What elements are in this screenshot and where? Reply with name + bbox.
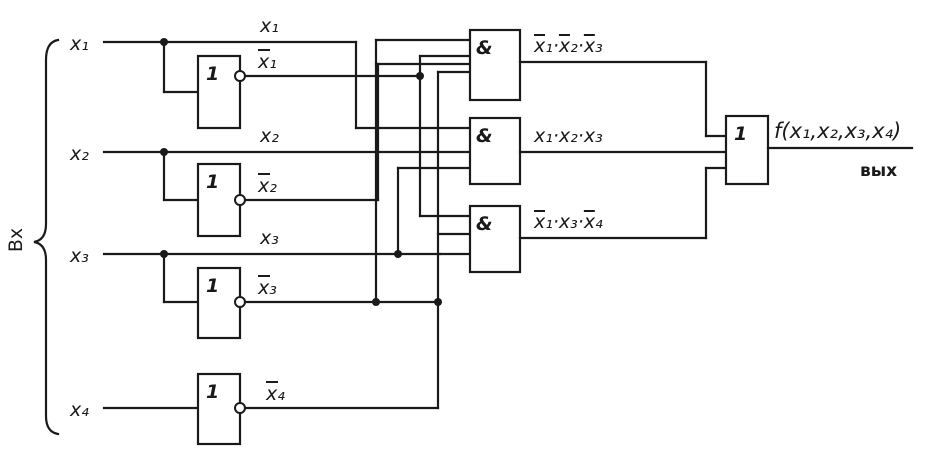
product-separator: · xyxy=(578,35,584,57)
and-gate-2: & xyxy=(468,116,522,186)
product-term: x₁ xyxy=(533,125,553,147)
inputs-group-label: Bx xyxy=(5,228,27,252)
label-not-x4: x₄ xyxy=(265,381,285,405)
not-gate-x2: 1 xyxy=(196,162,246,238)
wire-not-x2 xyxy=(243,62,380,202)
not-gate-x3: 1 xyxy=(196,266,246,340)
label-not-x1: x₁ xyxy=(257,49,277,73)
svg-text:x₃: x₃ xyxy=(257,277,277,299)
svg-text:1: 1 xyxy=(734,123,747,145)
wire-and-outputs xyxy=(518,60,728,240)
input-label-x1: x₁ xyxy=(69,33,89,55)
svg-text:1: 1 xyxy=(206,275,219,297)
and-gate-1: & xyxy=(468,28,522,102)
wire-not-x4 xyxy=(243,70,472,410)
not-gate-x1: 1 xyxy=(196,54,246,130)
product-term: x₃ xyxy=(558,211,578,233)
svg-text:&: & xyxy=(476,37,493,59)
or-gate: 1 xyxy=(724,114,770,186)
input-label-x4: x₄ xyxy=(69,399,89,421)
svg-text:&: & xyxy=(476,125,493,147)
wire-not-x1 xyxy=(243,54,472,218)
product-term: x₄ xyxy=(583,211,603,233)
product-term: x₁ xyxy=(533,211,553,233)
wire-label-x1: x₁ xyxy=(259,15,279,37)
output-function: f(x₁,x₂,x₃,x₄) xyxy=(774,119,901,143)
input-label-x2: x₂ xyxy=(69,143,89,165)
svg-text:1: 1 xyxy=(206,171,219,193)
svg-text:1: 1 xyxy=(206,381,219,403)
svg-text:x₄: x₄ xyxy=(265,383,285,405)
svg-text:x₁: x₁ xyxy=(257,51,277,73)
wire-not-x3 xyxy=(243,38,472,306)
product-separator: · xyxy=(578,125,584,147)
product-label-3: x₁ · x₃ · x₄ xyxy=(533,210,603,233)
product-separator: · xyxy=(553,211,559,233)
svg-text:&: & xyxy=(476,213,493,235)
product-term: x₃ xyxy=(583,125,603,147)
product-term: x₂ xyxy=(558,125,578,147)
product-term: x₂ xyxy=(558,35,578,57)
product-separator: · xyxy=(553,125,559,147)
wire-x2 xyxy=(102,148,472,202)
svg-text:1: 1 xyxy=(206,63,219,85)
wire-x3 xyxy=(102,166,472,304)
product-term: x₁ xyxy=(533,35,553,57)
product-separator: · xyxy=(553,35,559,57)
product-label-2: x₁ · x₂ · x₃ xyxy=(533,125,603,147)
product-label-1: x₁ · x₂ · x₃ xyxy=(533,34,603,57)
label-not-x2: x₂ xyxy=(257,173,277,197)
wire-label-x2: x₂ xyxy=(259,125,279,147)
output-label: вых xyxy=(860,161,897,181)
label-not-x3: x₃ xyxy=(257,275,277,299)
wire-label-x3: x₃ xyxy=(259,227,279,249)
product-term: x₃ xyxy=(583,35,603,57)
input-label-x3: x₃ xyxy=(69,245,89,267)
inputs-brace xyxy=(33,38,60,436)
wire-x1 xyxy=(102,38,472,130)
not-gate-x4: 1 xyxy=(196,372,246,446)
svg-text:x₂: x₂ xyxy=(257,175,277,197)
product-separator: · xyxy=(578,211,584,233)
and-gate-3: & xyxy=(468,204,522,274)
